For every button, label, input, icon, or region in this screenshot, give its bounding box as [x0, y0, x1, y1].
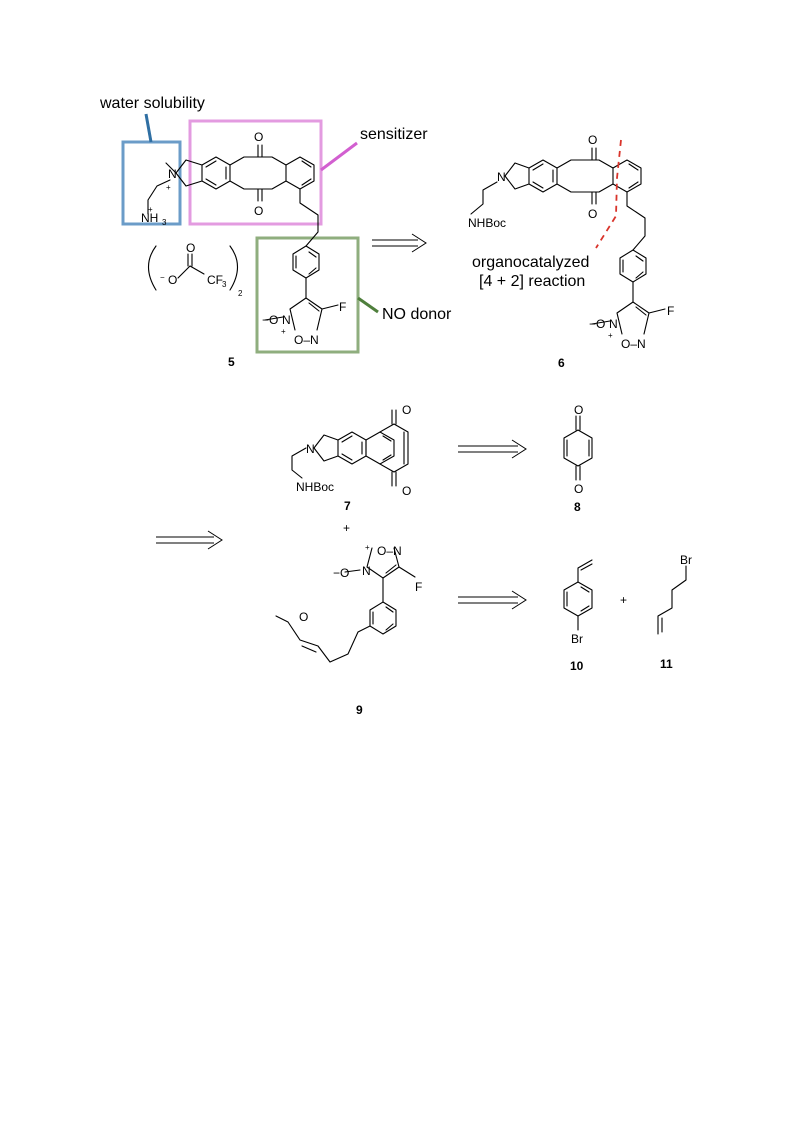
anthraquinone-core — [147, 144, 319, 247]
svg-text:O–N: O–N — [621, 337, 646, 351]
svg-text:N: N — [282, 313, 291, 327]
compound-11: Br 11 — [657, 553, 692, 671]
compound-5: water solubility sensitizer NO donor — [99, 95, 452, 369]
plus-7-9: + — [343, 521, 350, 535]
compound-9: O–N + −O N F O 9 — [275, 543, 422, 717]
svg-text:CF: CF — [207, 273, 223, 287]
svg-text:N: N — [497, 170, 506, 184]
svg-text:+: + — [608, 331, 613, 340]
svg-text:O: O — [402, 403, 411, 417]
svg-text:Br: Br — [571, 632, 583, 646]
compound-number-6: 6 — [558, 356, 565, 370]
compound-number-7: 7 — [344, 499, 351, 513]
phenyl-ring — [264, 245, 339, 331]
compound-6: O O N NHBoc F −O N + O–N organocatalyzed… — [468, 133, 674, 370]
svg-text:+: + — [365, 543, 370, 552]
plus-10-11: + — [620, 593, 627, 607]
svg-text:3: 3 — [162, 218, 167, 227]
svg-text:2: 2 — [238, 289, 243, 298]
sensitizer-label: sensitizer — [360, 126, 428, 143]
svg-text:O: O — [588, 207, 597, 221]
svg-text:NH: NH — [141, 211, 158, 225]
trifluoroacetate — [147, 245, 239, 291]
svg-text:N: N — [609, 317, 618, 331]
sensitizer-box — [188, 119, 323, 226]
svg-text:−: − — [160, 273, 165, 282]
svg-text:F: F — [667, 304, 674, 318]
svg-text:O: O — [588, 133, 597, 147]
retro-arrow-3 — [156, 530, 223, 550]
svg-text:O: O — [299, 610, 308, 624]
sensitizer-pointer — [320, 141, 358, 172]
organocatalyzed-label-2: [4 + 2] reaction — [479, 273, 585, 290]
disconnection-line — [595, 139, 622, 249]
svg-text:−O: −O — [262, 313, 278, 327]
water-solubility-label: water solubility — [99, 95, 205, 112]
svg-text:O: O — [254, 130, 263, 144]
svg-text:−O: −O — [589, 317, 605, 331]
no-donor-box — [255, 236, 360, 354]
retro-arrow-2 — [458, 439, 527, 459]
svg-text:O–N: O–N — [294, 333, 319, 347]
svg-text:+: + — [281, 327, 286, 336]
retro-arrow-4 — [458, 590, 527, 610]
compound-10: Br 10 — [563, 559, 593, 673]
svg-text:O–N: O–N — [377, 544, 402, 558]
compound-number-8: 8 — [574, 500, 581, 514]
water-solubility-box — [121, 140, 182, 226]
svg-text:F: F — [339, 300, 346, 314]
svg-text:N: N — [168, 167, 177, 181]
organocatalyzed-label-1: organocatalyzed — [472, 254, 589, 271]
svg-text:O: O — [168, 273, 177, 287]
svg-text:O: O — [574, 403, 583, 417]
compound-number-11: 11 — [660, 657, 673, 671]
svg-text:NHBoc: NHBoc — [296, 480, 334, 494]
retro-arrow-1 — [372, 233, 427, 253]
svg-text:Br: Br — [680, 553, 692, 567]
water-solubility-pointer — [144, 113, 153, 143]
svg-text:3: 3 — [222, 280, 227, 289]
svg-text:+: + — [166, 183, 171, 192]
svg-text:+: + — [148, 205, 153, 214]
compound-8: O O 8 — [563, 403, 593, 514]
svg-text:O: O — [402, 484, 411, 498]
svg-text:NHBoc: NHBoc — [468, 216, 506, 230]
compound-number-10: 10 — [570, 659, 584, 673]
no-donor-label: NO donor — [382, 306, 452, 323]
compound-7: O O N NHBoc 7 — [291, 403, 411, 513]
svg-text:−O: −O — [333, 566, 349, 580]
svg-text:O: O — [254, 204, 263, 218]
compound-number-9: 9 — [356, 703, 363, 717]
no-donor-pointer — [357, 296, 379, 314]
svg-text:F: F — [415, 580, 422, 594]
svg-text:N: N — [306, 442, 315, 456]
compound-number-5: 5 — [228, 355, 235, 369]
svg-text:N: N — [362, 564, 371, 578]
svg-text:O: O — [574, 482, 583, 496]
svg-text:O: O — [186, 241, 195, 255]
